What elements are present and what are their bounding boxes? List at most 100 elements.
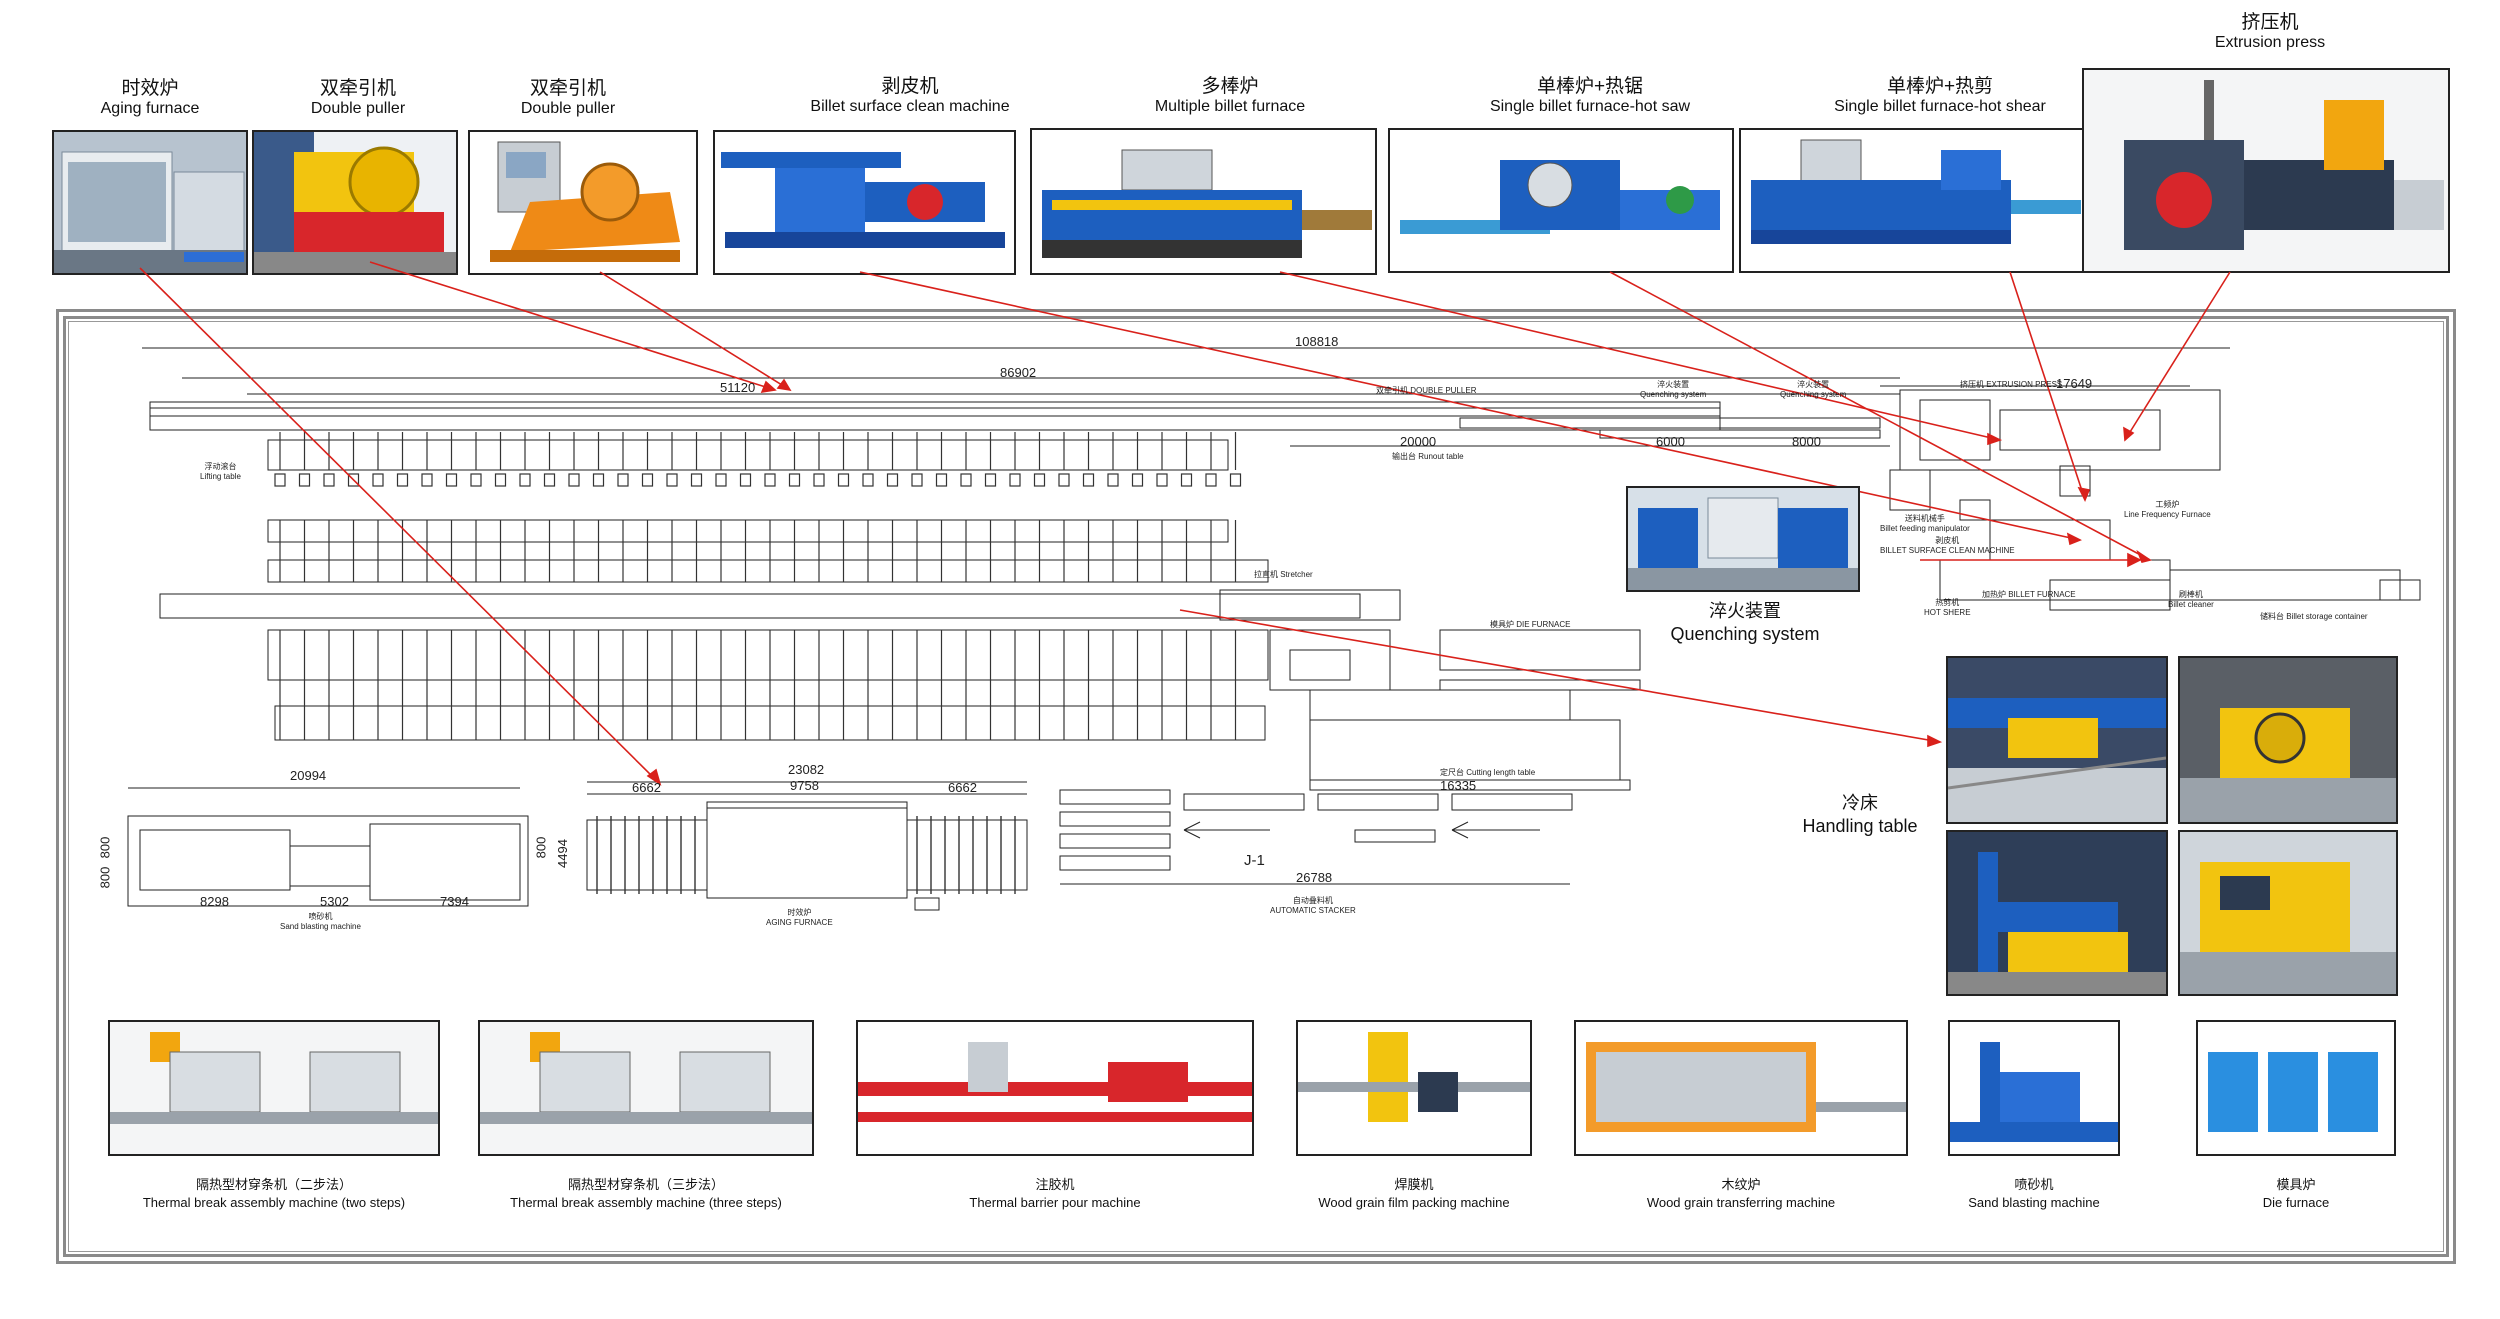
dim-108818: 108818 [1295,334,1339,349]
cooling-bed-column-head [592,473,605,487]
photo-wood-grain-film-packing [1296,1020,1532,1156]
label-billet-manipulator: 送料机械手 Billet feeding manipulator [1880,514,1970,533]
cooling-bed-column-head [617,473,629,487]
dim-16335: 16335 [1440,778,1477,793]
cooling-bed-column-head [1205,473,1217,487]
photo-thermal-break-two-steps [108,1020,440,1156]
photo-handling-table-1 [1946,656,2168,824]
label-double-puller: 双牵引机 DOUBLE PULLER [1376,386,1477,395]
cooling-bed-column-head [470,473,482,487]
cooling-bed-column-head [935,473,948,487]
cooling-bed-column-head [715,473,727,487]
cooling-bed-column-head [690,473,703,487]
label-line-frequency: 工频炉 Line Frequency Furnace [2124,500,2211,519]
cooling-bed-column-head [1156,473,1168,487]
dim-j1: J-1 [1244,852,1265,869]
cooling-bed-column-head [568,473,580,487]
label-stretcher: 拉直机 Stretcher [1254,570,1313,579]
photo-single-billet-hot-saw [1388,128,1734,273]
cooling-bed-column-head [862,473,874,487]
dim-800-a: 800 [97,866,113,889]
label-quenching-2: 淬火装置 Quenching system [1780,380,1847,399]
label-runout-table: 输出台 Runout table [1392,452,1464,461]
dim-7394: 7394 [440,894,469,909]
cooling-bed-column-head [323,473,335,487]
photo-multiple-billet-furnace [1030,128,1377,275]
cooling-bed-column-head [519,473,531,487]
cooling-bed-column-head [1131,473,1144,487]
label-lifting-table: 浮动滚台 Lifting table [200,462,241,481]
label-quenching-1: 淬火装置 Quenching system [1640,380,1707,399]
photo-sand-blasting [1948,1020,2120,1156]
caption-thermal-break-two-steps: 隔热型材穿条机（二步法）Thermal break assembly machi… [142,1177,406,1211]
dim-800-b: 800 [97,836,113,859]
dim-8298: 8298 [200,894,229,909]
label-sand-blasting: 喷砂机 Sand blasting machine [280,912,361,931]
cooling-bed-column-head [984,473,997,487]
dim-17649: 17649 [2056,376,2093,391]
dim-6000: 6000 [1656,434,1685,449]
label-billet-surface-clean: 剥皮机 BILLET SURFACE CLEAN MACHINE [1880,536,2015,555]
cooling-bed-column-head [641,473,654,487]
cooling-bed-column-head [886,473,899,487]
photo-billet-surface-clean [713,130,1016,275]
cooling-bed-column-head [543,473,556,487]
photo-handling-table-4 [2178,830,2398,996]
photo-thermal-barrier-pour [856,1020,1254,1156]
cooling-bed-column-head [1033,473,1046,487]
label-billet-furnace: 加热炉 BILLET FURNACE [1982,590,2076,599]
label-hot-shear: 热剪机 HOT SHERE [1924,598,1971,617]
cooling-bed-column-head [837,473,850,487]
photo-wood-grain-transferring [1574,1020,1908,1156]
label-cutting-table: 定尺台 Cutting length table [1440,768,1536,777]
cooling-bed-column-head [1229,473,1242,487]
dim-23082: 23082 [788,762,825,777]
label-die-furnace: 模具炉 DIE FURNACE [1490,620,1571,629]
dim-20000: 20000 [1400,434,1437,449]
photo-thermal-break-three-steps [478,1020,814,1156]
cooling-bed-column-head [764,473,776,487]
cooling-bed-column-head [445,473,458,487]
cooling-bed-column-head [739,473,752,487]
layout-frame [56,309,2456,1264]
cooling-bed-column-head [1058,473,1070,487]
label-automatic-stacker: 自动叠料机 AUTOMATIC STACKER [1270,896,1356,915]
cooling-bed-column-head [274,473,286,487]
cooling-bed-column-head [1009,473,1021,487]
label-billet-cleaner: 刷棒机 Billet cleaner [2168,590,2214,609]
dim-6662-a: 6662 [632,780,661,795]
dim-51120: 51120 [720,380,756,395]
caption-thermal-break-three-steps: 隔热型材穿条机（三步法）Thermal break assembly machi… [510,1177,782,1211]
dim-20994: 20994 [290,768,327,783]
cooling-bed-column-head [372,473,384,487]
photo-double-puller-2 [468,130,698,275]
photo-quenching-system [1626,486,1860,592]
cooling-bed-column-head [960,473,972,487]
cooling-bed-column-head [396,473,409,487]
photo-handling-table-2 [2178,656,2398,824]
dim-9758: 9758 [790,778,819,793]
label-aging-furnace: 时效炉 AGING FURNACE [766,908,833,927]
label-extrusion-press: 挤压机 EXTRUSION PRESS [1960,380,2063,389]
dim-26788: 26788 [1296,870,1333,885]
cooling-bed-column-head [1082,473,1095,487]
photo-aging-furnace [52,130,248,275]
cooling-bed-column-head [1180,473,1193,487]
cooling-bed-column-head [298,473,311,487]
dim-8000: 8000 [1792,434,1821,449]
dim-86902: 86902 [1000,365,1037,380]
cooling-bed-column-head [788,473,801,487]
photo-double-puller-1 [252,130,458,275]
cooling-bed-column-head [911,473,923,487]
